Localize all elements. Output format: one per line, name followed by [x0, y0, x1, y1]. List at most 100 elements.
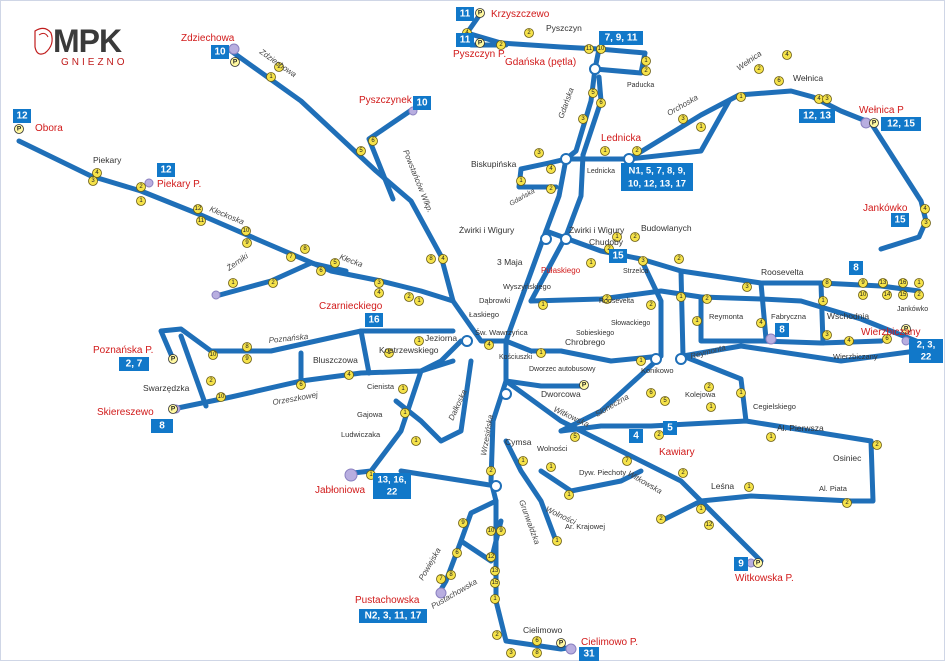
- stop-dot[interactable]: 10: [241, 226, 251, 236]
- stop-dot[interactable]: 4: [344, 370, 354, 380]
- stop-dot[interactable]: 16: [898, 278, 908, 288]
- stop-dot[interactable]: 1: [228, 278, 238, 288]
- hub-chudoby[interactable]: [560, 233, 572, 245]
- hub-konikowo[interactable]: [650, 353, 662, 365]
- stop-dot[interactable]: 8: [822, 278, 832, 288]
- stop-dot[interactable]: 2: [842, 498, 852, 508]
- stop-dot[interactable]: 1: [766, 432, 776, 442]
- stop-dot[interactable]: 8: [300, 244, 310, 254]
- stop-dot[interactable]: 2: [486, 466, 496, 476]
- hub-dworzec[interactable]: [500, 388, 512, 400]
- stop-dot[interactable]: 1: [414, 296, 424, 306]
- stop-dot[interactable]: 5: [356, 146, 366, 156]
- line-badge[interactable]: 8: [775, 323, 789, 337]
- line-badge[interactable]: N2, 3, 11, 17: [359, 609, 427, 623]
- line-badge[interactable]: 5: [663, 421, 677, 435]
- stop-dot[interactable]: 1: [692, 316, 702, 326]
- line-badge[interactable]: 11: [456, 7, 474, 21]
- stop-dot[interactable]: 2: [678, 468, 688, 478]
- line-badge[interactable]: 13, 16, 22: [373, 473, 411, 499]
- stop-dot[interactable]: 6: [596, 98, 606, 108]
- stop-dot[interactable]: 6: [316, 266, 326, 276]
- loop-fabryczna[interactable]: [765, 333, 777, 345]
- stop-dot[interactable]: 10: [858, 290, 868, 300]
- stop-dot[interactable]: 1: [818, 296, 828, 306]
- stop-dot[interactable]: 4: [756, 318, 766, 328]
- stop-dot[interactable]: 1: [564, 490, 574, 500]
- stop-dot[interactable]: 9: [496, 526, 506, 536]
- stop-dot[interactable]: 9: [242, 354, 252, 364]
- stop-dot[interactable]: 1: [586, 258, 596, 268]
- hub-biskupinska[interactable]: [560, 153, 572, 165]
- stop-dot[interactable]: 10: [596, 44, 606, 54]
- stop-dot[interactable]: 6: [882, 334, 892, 344]
- line-badge[interactable]: 16: [365, 313, 383, 327]
- stop-dot[interactable]: 1: [266, 72, 276, 82]
- stop-dot[interactable]: 8: [532, 648, 542, 658]
- hub-lednicka[interactable]: [623, 153, 635, 165]
- line-badge[interactable]: 4: [629, 429, 643, 443]
- stop-dot[interactable]: 9: [242, 238, 252, 248]
- stop-dot[interactable]: 1: [736, 388, 746, 398]
- loop-zdziechowa[interactable]: [228, 43, 240, 55]
- stop-dot[interactable]: 11: [584, 44, 594, 54]
- stop-dot[interactable]: 2: [546, 184, 556, 194]
- stop-dot[interactable]: 2: [704, 382, 714, 392]
- stop-dot[interactable]: 3: [506, 648, 516, 658]
- hub-reymonta[interactable]: [675, 353, 687, 365]
- stop-dot[interactable]: 5: [660, 396, 670, 406]
- stop-dot[interactable]: 6: [296, 380, 306, 390]
- loop-piekary[interactable]: [144, 178, 154, 188]
- line-badge[interactable]: 15: [891, 213, 909, 227]
- p-marker-krzyszczewo[interactable]: P: [475, 8, 485, 18]
- line-badge[interactable]: 9: [734, 557, 748, 571]
- stop-dot[interactable]: 3: [822, 94, 832, 104]
- loop-wierzbiczany[interactable]: [901, 336, 911, 346]
- stop-dot[interactable]: 15: [898, 290, 908, 300]
- loop-pustachowska[interactable]: [435, 587, 447, 599]
- stop-dot[interactable]: 4: [920, 204, 930, 214]
- stop-dot[interactable]: 3: [638, 256, 648, 266]
- stop-dot[interactable]: 7: [622, 456, 632, 466]
- line-badge[interactable]: 10: [211, 45, 229, 59]
- stop-dot[interactable]: 2: [630, 232, 640, 242]
- stop-dot[interactable]: 1: [600, 146, 610, 156]
- loop-zerniki[interactable]: [211, 290, 221, 300]
- stop-dot[interactable]: 1: [400, 408, 410, 418]
- p-marker-obora[interactable]: P: [14, 124, 24, 134]
- stop-dot[interactable]: 2: [632, 146, 642, 156]
- stop-dot[interactable]: 2: [641, 66, 651, 76]
- stop-dot[interactable]: 1: [641, 56, 651, 66]
- line-badge[interactable]: 10: [413, 96, 431, 110]
- stop-dot[interactable]: 6: [368, 136, 378, 146]
- stop-dot[interactable]: 1: [490, 594, 500, 604]
- stop-dot[interactable]: 10: [208, 350, 218, 360]
- hub-wrzesinska[interactable]: [490, 480, 502, 492]
- stop-dot[interactable]: 2: [754, 64, 764, 74]
- stop-dot[interactable]: 1: [414, 336, 424, 346]
- stop-dot[interactable]: 12: [704, 520, 714, 530]
- stop-dot[interactable]: 8: [426, 254, 436, 264]
- p-marker-dworzec[interactable]: P: [579, 380, 589, 390]
- stop-dot[interactable]: 1: [516, 176, 526, 186]
- stop-dot[interactable]: 5: [570, 432, 580, 442]
- stop-dot[interactable]: 7: [286, 252, 296, 262]
- stop-dot[interactable]: 13: [878, 278, 888, 288]
- stop-dot[interactable]: 1: [518, 456, 528, 466]
- stop-dot[interactable]: 2: [914, 290, 924, 300]
- p-marker-wierzbiczany[interactable]: P: [901, 324, 911, 334]
- stop-dot[interactable]: 1: [676, 292, 686, 302]
- line-badge[interactable]: 15: [609, 249, 627, 263]
- stop-dot[interactable]: 1: [736, 92, 746, 102]
- stop-dot[interactable]: 11: [196, 216, 206, 226]
- stop-dot[interactable]: 7: [436, 574, 446, 584]
- stop-dot[interactable]: 2: [206, 376, 216, 386]
- stop-dot[interactable]: 15: [490, 578, 500, 588]
- line-badge[interactable]: 12, 15: [881, 117, 921, 131]
- stop-dot[interactable]: 4: [844, 336, 854, 346]
- stop-dot[interactable]: 2: [136, 182, 146, 192]
- stop-dot[interactable]: 14: [882, 290, 892, 300]
- stop-dot[interactable]: 1: [636, 356, 646, 366]
- stop-dot[interactable]: 9: [458, 518, 468, 528]
- stop-dot[interactable]: 6: [646, 388, 656, 398]
